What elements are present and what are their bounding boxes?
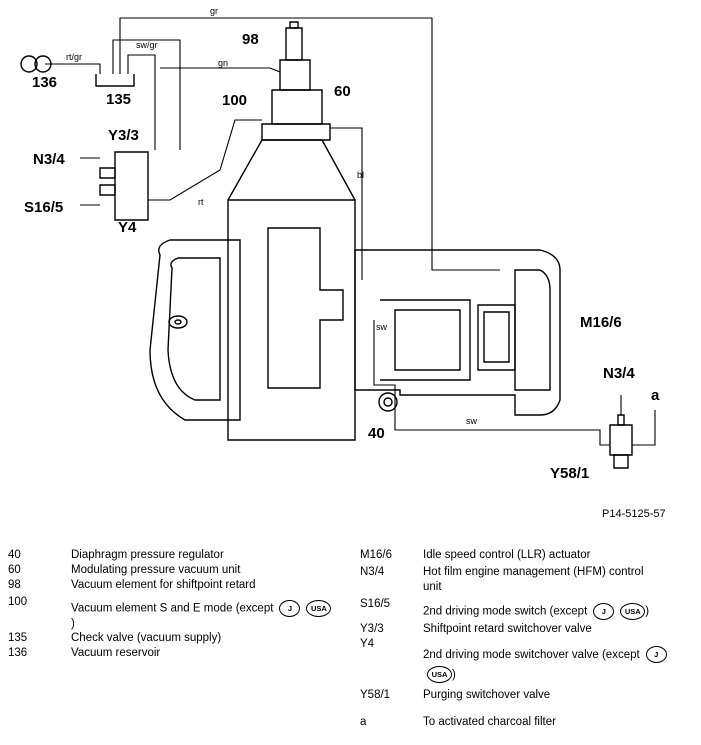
vacuum-element-98-body: [279, 59, 311, 91]
legend-left: 40 Diaphragm pressure regulator 60 Modul…: [8, 548, 338, 661]
engine-cover: [514, 269, 551, 391]
hose-rt: [148, 119, 262, 201]
engine-plate-inner: [394, 309, 461, 371]
label-135: 135: [106, 91, 131, 108]
legend-item: 40 Diaphragm pressure regulator: [8, 549, 224, 561]
hose-code-bl: bl: [357, 170, 364, 180]
valve-port-1: [99, 167, 116, 179]
intake-funnel: [227, 139, 356, 201]
throttle-ring: [261, 123, 331, 141]
label-98: 98: [242, 31, 259, 48]
vacuum-element-98-stem: [285, 27, 303, 61]
reservoir-136: [20, 55, 52, 73]
legend-item: a To activated charcoal filter: [360, 716, 556, 728]
label-136: 136: [32, 74, 57, 91]
hose-bl: [330, 127, 363, 280]
valve-port-2: [99, 184, 116, 196]
engine-bolt: [168, 315, 188, 329]
legend-item: Y4 2nd driving mode switchover valve (ex…: [360, 637, 695, 688]
hose-code-swgr: sw/gr: [136, 40, 158, 50]
hose-code-gn: gn: [218, 58, 228, 68]
badge-usa: USA: [427, 666, 452, 684]
hose-rtgr: [45, 63, 101, 74]
throttle-body: [271, 89, 323, 125]
valve-block: [114, 151, 149, 221]
figure-code: P14-5125-57: [602, 508, 666, 520]
hose-gn: [160, 67, 281, 73]
llr-actuator-inner: [483, 311, 510, 363]
purging-valve-base: [613, 454, 629, 469]
reservoir-right: [34, 55, 52, 73]
regulator-40-core: [383, 397, 393, 407]
engine-bolt-center: [174, 319, 182, 325]
engine-plate: [380, 299, 471, 381]
legend-item: 135 Check valve (vacuum supply): [8, 632, 222, 644]
engine-outline: [95, 21, 633, 469]
label-y33: Y3/3: [108, 127, 139, 144]
label-n34-left: N3/4: [33, 151, 65, 168]
hose-supply: [127, 54, 156, 150]
label-n34-right: N3/4: [603, 365, 635, 382]
badge-usa: USA: [620, 603, 646, 620]
hose-swgr: [112, 39, 181, 150]
badge-j: J: [279, 600, 301, 617]
badge-j: J: [645, 646, 667, 664]
hose-gr: [119, 17, 500, 271]
hose-code-sw-vert: sw: [376, 322, 388, 332]
engine-left-inner: [167, 257, 221, 401]
legend-right: M16/6 Idle speed control (LLR) actuator …: [360, 548, 695, 730]
label-m166: M16/6: [580, 314, 622, 331]
label-a: a: [651, 387, 660, 404]
badge-j: J: [593, 603, 615, 620]
label-s165: S16/5: [24, 199, 63, 216]
legend-item: Y3/3 Shiftpoint retard switchover valve: [360, 623, 592, 635]
intake-c-cutout: [267, 227, 344, 389]
reservoir-left: [20, 55, 38, 73]
badge-usa: USA: [306, 600, 332, 617]
label-60: 60: [334, 83, 351, 100]
legend-item: M16/6 Idle speed control (LLR) actuator: [360, 549, 591, 561]
hose-code-rt: rt: [198, 197, 204, 207]
label-y581: Y58/1: [550, 465, 589, 482]
check-valve-135: [95, 74, 135, 87]
purging-valve-connector: [617, 414, 625, 426]
legend-item: Y58/1 Purging switchover valve: [360, 689, 551, 701]
hose-code-sw-bottom: sw: [466, 416, 478, 426]
vacuum-hoses: [45, 17, 656, 446]
vacuum-element-98-cap: [289, 21, 299, 29]
hose-code-rtgr: rt/gr: [66, 52, 82, 62]
engine-left-housing: [149, 239, 241, 421]
intake-box: [227, 199, 356, 441]
hose-a: [632, 410, 656, 446]
label-y4: Y4: [118, 219, 137, 236]
legend-item: 136 Vacuum reservoir: [8, 647, 161, 659]
vacuum-system-diagram: 136 135 98 100 60 Y3/3 N3/4 S16/5 Y4 M16…: [20, 6, 660, 482]
label-100: 100: [222, 92, 247, 109]
engine-right-housing: [354, 249, 561, 416]
llr-actuator-body: [477, 304, 516, 371]
legend-item: N3/4 Hot film engine management (HFM) co…: [360, 566, 644, 593]
label-40: 40: [368, 425, 385, 442]
regulator-40-body: [378, 392, 398, 412]
legend-item: 60 Modulating pressure vacuum unit: [8, 564, 241, 576]
hose-code-gr: gr: [210, 6, 218, 16]
legend-item: 98 Vacuum element for shiftpoint retard: [8, 579, 256, 591]
hose-sw: [373, 320, 610, 446]
purging-valve-body: [609, 424, 633, 456]
